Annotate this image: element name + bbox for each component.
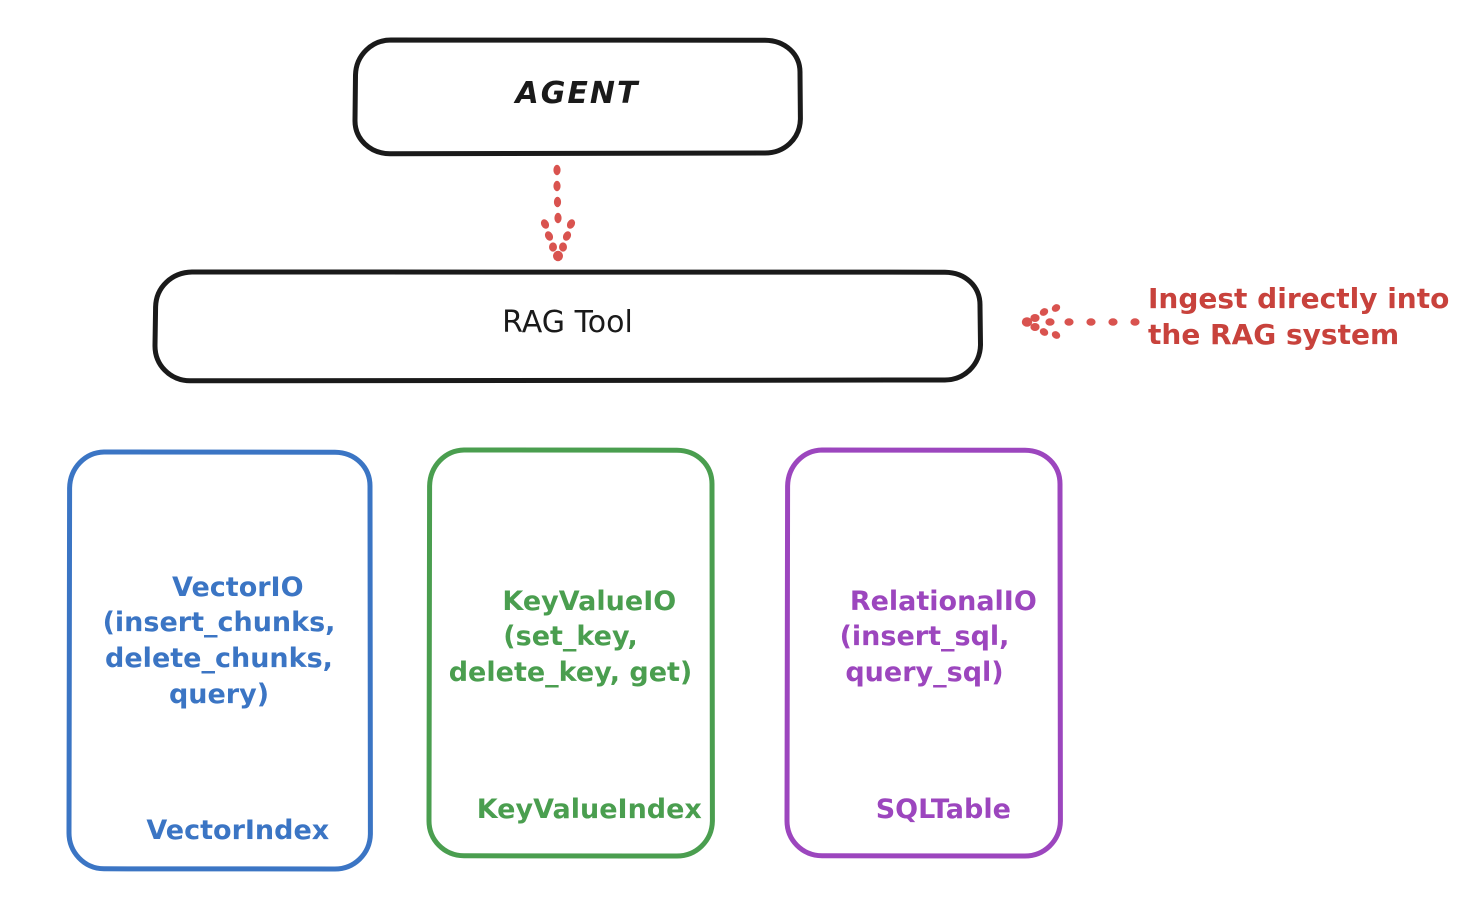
spacer (428, 726, 713, 756)
key-value-index-label: KeyValueIndex (476, 793, 702, 825)
relational-io-box[interactable] (784, 447, 1063, 859)
rag-tool-box[interactable] (152, 269, 983, 384)
agent-to-rag-connector (540, 164, 576, 262)
key-value-io-label: KeyValueIO (set_key, delete_key, get) (448, 585, 693, 688)
vector-io-label: VectorIO (insert_chunks, delete_chunks, … (102, 571, 336, 710)
relational-io-label: RelationalIO (insert_sql, query_sql) (839, 585, 1037, 688)
key-value-io-box[interactable] (426, 447, 715, 859)
ingest-annotation-label: Ingest directly into the RAG system (1148, 282, 1450, 351)
vector-io-label-group: VectorIO (insert_chunks, delete_chunks, … (74, 534, 364, 885)
agent-box[interactable] (352, 37, 803, 157)
key-value-io-label-group: KeyValueIO (set_key, delete_key, get) Ke… (428, 548, 713, 863)
vector-index-label: VectorIndex (146, 815, 330, 847)
spacer (787, 726, 1062, 756)
note-to-rag-connector (1021, 304, 1140, 339)
sql-table-label: SQLTable (875, 793, 1011, 825)
spacer (74, 748, 364, 778)
rag-tool-label: RAG Tool (502, 305, 633, 340)
relational-io-label-group: RelationalIO (insert_sql, query_sql) SQL… (787, 548, 1062, 863)
agent-label: AGENT (515, 76, 640, 111)
vector-io-box[interactable] (66, 449, 373, 872)
